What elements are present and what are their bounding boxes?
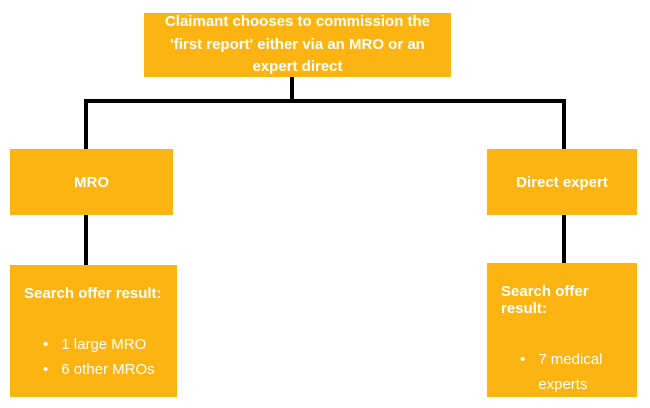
direct-expert-result-list: • 7 medical experts [501,347,627,397]
list-item-label: 7 medical experts [538,351,603,393]
list-item: • 6 other MROs [43,357,167,382]
root-node: Claimant chooses to commission the 'firs… [144,13,451,77]
list-item: • 1 large MRO [43,332,167,357]
mro-result-list: • 1 large MRO • 6 other MROs [24,332,167,382]
root-node-label: Claimant chooses to commission the 'firs… [164,13,431,76]
connector-left-result-line [84,215,88,265]
list-item-label: 1 large MRO [61,336,147,353]
connector-horizontal-line [84,99,566,103]
direct-expert-node-label: Direct expert [516,173,608,191]
bullet-icon: • [43,361,49,378]
mro-result-title: Search offer result: [24,285,162,302]
direct-expert-result-box: Search offer result: • 7 medical experts [487,263,637,397]
mro-node: MRO [10,149,173,215]
bullet-icon: • [43,336,49,353]
list-item-label: 6 other MROs [61,361,155,378]
connector-right-drop-line [562,99,566,149]
bullet-icon: • [520,351,526,368]
connector-right-result-line [562,215,566,263]
mro-node-label: MRO [74,173,109,191]
list-item: • 7 medical experts [520,347,627,397]
direct-expert-result-title: Search offer result: [501,283,589,317]
mro-result-box: Search offer result: • 1 large MRO • 6 o… [10,265,177,397]
direct-expert-node: Direct expert [487,149,637,215]
connector-left-drop-line [84,99,88,149]
connector-root-stem-line [290,77,294,101]
